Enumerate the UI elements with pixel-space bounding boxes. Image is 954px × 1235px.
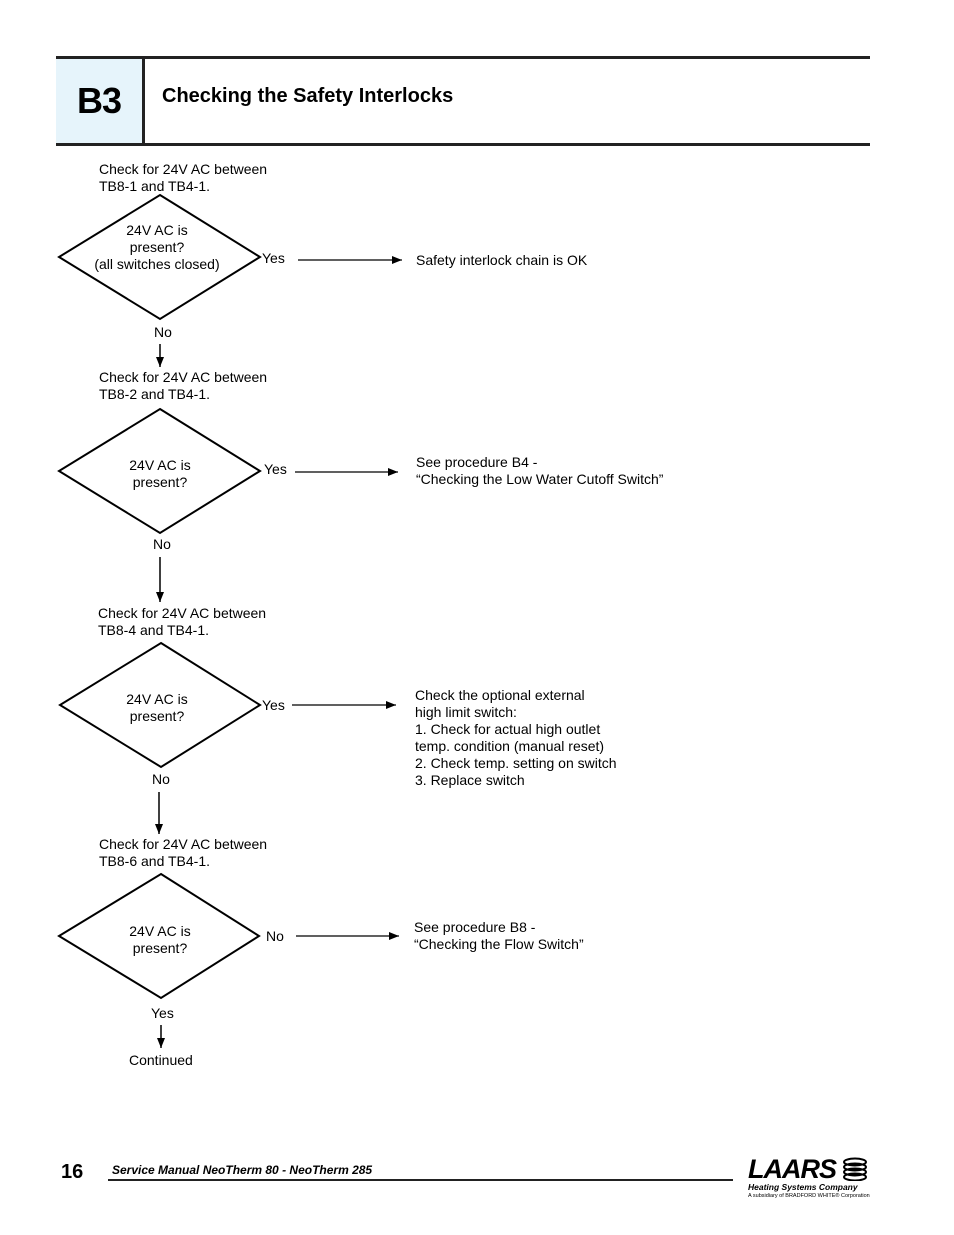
header-bottom-rule bbox=[56, 143, 870, 146]
decision-diamond-3 bbox=[58, 641, 262, 769]
page-number: 16 bbox=[61, 1161, 84, 1183]
continue-label-1: No bbox=[154, 324, 172, 340]
branch-result-4: See procedure B8 - “Checking the Flow Sw… bbox=[414, 919, 584, 952]
continue-label-3: No bbox=[152, 771, 170, 787]
branch-label-1: Yes bbox=[262, 250, 285, 266]
decision-diamond-2 bbox=[57, 407, 262, 535]
branch-label-3: Yes bbox=[262, 697, 285, 713]
continued-label: Continued bbox=[129, 1052, 193, 1068]
logo-wordmark: LAARS bbox=[748, 1154, 837, 1184]
continue-label-4: Yes bbox=[151, 1005, 174, 1021]
section-code: B3 bbox=[76, 80, 122, 121]
logo-tagline: Heating Systems Company bbox=[748, 1182, 858, 1192]
continue-label-2: No bbox=[153, 536, 171, 552]
branch-label-2: Yes bbox=[264, 461, 287, 477]
footer-manual-title: Service Manual NeoTherm 80 - NeoTherm 28… bbox=[112, 1163, 373, 1177]
question-3: 24V AC is present? bbox=[126, 691, 188, 724]
question-4: 24V AC is present? bbox=[129, 923, 191, 956]
branch-result-3: Check the optional external high limit s… bbox=[415, 687, 617, 788]
instruction-2: Check for 24V AC between TB8-2 and TB4-1… bbox=[99, 369, 268, 402]
decision-diamond-4 bbox=[57, 872, 261, 1000]
branch-result-2: See procedure B4 - “Checking the Low Wat… bbox=[416, 454, 664, 487]
branch-label-4: No bbox=[266, 928, 284, 944]
logo-coil-icon bbox=[843, 1157, 867, 1181]
footer-rule bbox=[108, 1179, 733, 1181]
laars-logo: LAARS Heating Systems Company A subsidia… bbox=[748, 1155, 870, 1201]
instruction-1: Check for 24V AC between TB8-1 and TB4-1… bbox=[99, 161, 268, 194]
logo-subsidiary: A subsidiary of BRADFORD WHITE® Corporat… bbox=[748, 1193, 870, 1199]
section-code-box: B3 bbox=[56, 59, 145, 143]
instruction-4: Check for 24V AC between TB8-6 and TB4-1… bbox=[99, 836, 268, 869]
page-title: Checking the Safety Interlocks bbox=[162, 85, 454, 107]
instruction-3: Check for 24V AC between TB8-4 and TB4-1… bbox=[98, 605, 267, 638]
header-top-rule bbox=[56, 56, 870, 59]
branch-result-1: Safety interlock chain is OK bbox=[416, 252, 588, 268]
decision-diamond-1 bbox=[57, 193, 262, 321]
question-1: 24V AC is present? (all switches closed) bbox=[94, 222, 220, 272]
question-2: 24V AC is present? bbox=[129, 457, 191, 490]
